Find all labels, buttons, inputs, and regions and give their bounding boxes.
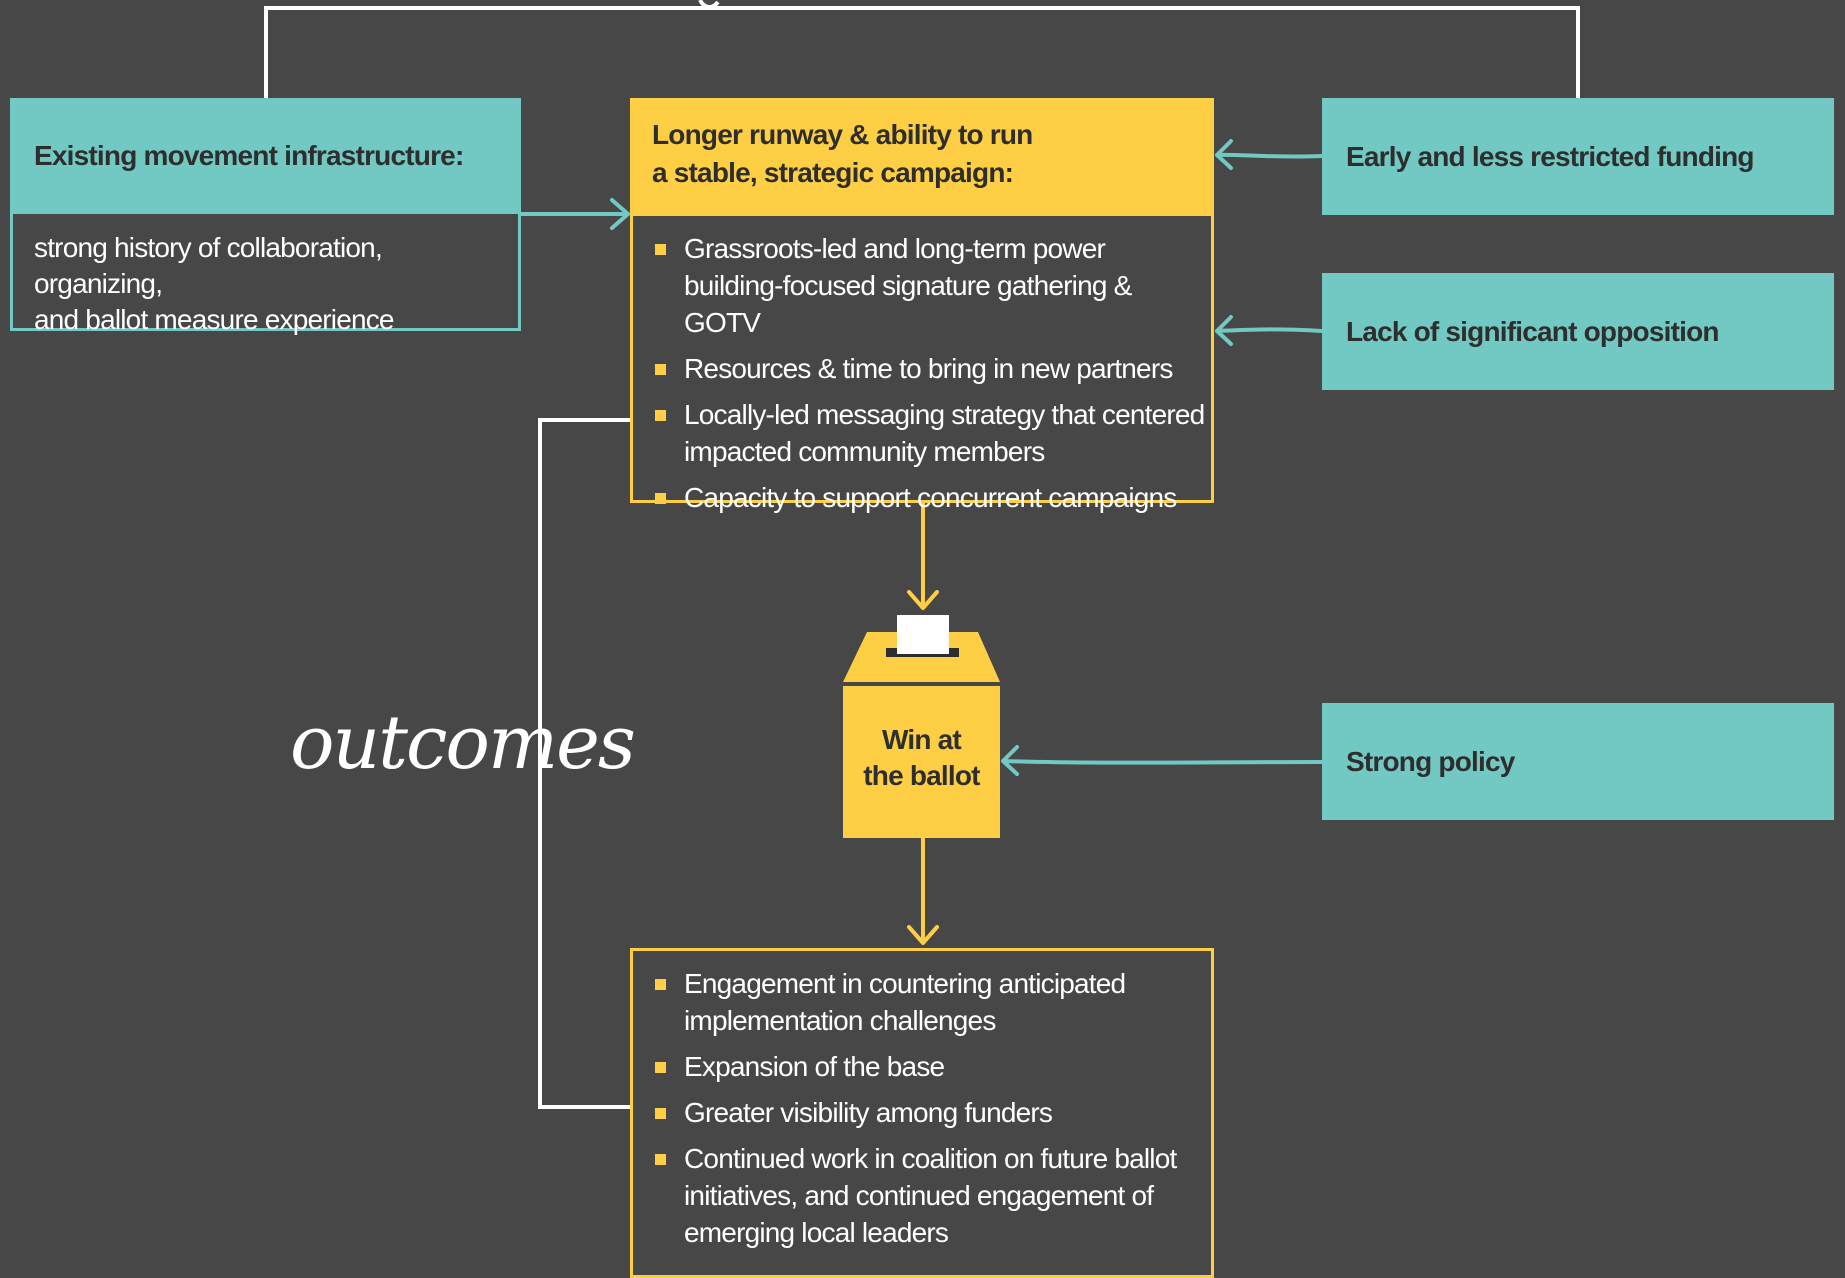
arrow-campaign-to-ballot [907, 501, 939, 610]
outcome-item-line: initiatives, and continued engagement of [684, 1180, 1154, 1211]
campaign-list: Grassroots-led and long-term power build… [633, 230, 1211, 516]
policy-factor-label: Strong policy [1346, 745, 1515, 777]
top-bracket-squiggle [698, 0, 720, 9]
campaign-list-box: Grassroots-led and long-term power build… [630, 216, 1214, 513]
bullet-square-icon [655, 1062, 666, 1073]
outcome-item: Expansion of the base [633, 1048, 1211, 1085]
ballot-label-line1: Win at [882, 724, 962, 755]
outcome-item-line: Expansion of the base [684, 1051, 945, 1082]
infrastructure-detail-line1: strong history of collaboration, organiz… [34, 232, 383, 299]
arrow-ballot-to-outcomes [907, 836, 939, 945]
campaign-item-line: building-focused signature gathering & G… [684, 270, 1132, 338]
outcome-item-line: Continued work in coalition on future ba… [684, 1143, 1177, 1174]
outcomes-bracket-line [538, 418, 632, 1109]
campaign-item-line: Locally-led messaging strategy that cent… [684, 399, 1205, 430]
bullet-square-icon [655, 364, 666, 375]
bullet-square-icon [655, 979, 666, 990]
campaign-title-box: Longer runway & ability to run a stable,… [630, 98, 1214, 216]
policy-factor-box: Strong policy [1322, 703, 1834, 820]
campaign-item: Capacity to support concurrent campaigns [633, 479, 1211, 516]
outcome-item: Continued work in coalition on future ba… [633, 1140, 1211, 1251]
infrastructure-detail-line2: and ballot measure experience [34, 304, 395, 335]
outcome-item-line: emerging local leaders [684, 1217, 949, 1248]
infrastructure-title-box: Existing movement infrastructure: [10, 98, 521, 214]
campaign-item-line: impacted community members [684, 436, 1045, 467]
funding-factor-label: Early and less restricted funding [1346, 140, 1755, 172]
campaign-item: Locally-led messaging strategy that cent… [633, 396, 1211, 470]
bullet-square-icon [655, 410, 666, 421]
ballot-box-icon [843, 615, 1000, 838]
campaign-item-line: Resources & time to bring in new partner… [684, 353, 1173, 384]
campaign-item-line: Grassroots-led and long-term power [684, 233, 1106, 264]
outcome-item-line: Greater visibility among funders [684, 1097, 1053, 1128]
campaign-item: Grassroots-led and long-term power build… [633, 230, 1211, 341]
bullet-square-icon [655, 1108, 666, 1119]
funding-factor-box: Early and less restricted funding [1322, 98, 1834, 215]
campaign-item: Resources & time to bring in new partner… [633, 350, 1211, 387]
outcomes-list-box: Engagement in countering anticipated imp… [630, 948, 1214, 1278]
ballot-label: Win at the ballot [843, 722, 1000, 794]
outcome-item: Greater visibility among funders [633, 1094, 1211, 1131]
outcome-item: Engagement in countering anticipated imp… [633, 965, 1211, 1039]
arrow-opposition-to-campaign [1215, 315, 1324, 346]
infrastructure-detail-box: strong history of collaboration, organiz… [10, 214, 521, 335]
outcome-item-line: implementation challenges [684, 1005, 996, 1036]
bullet-square-icon [655, 1154, 666, 1165]
outcomes-list: Engagement in countering anticipated imp… [633, 965, 1211, 1251]
campaign-title-line1: Longer runway & ability to run [652, 119, 1033, 150]
campaign-title-line2: a stable, strategic campaign: [652, 157, 1014, 188]
top-bracket-line [264, 6, 1580, 98]
arrow-infrastructure-to-campaign [519, 198, 630, 230]
opposition-factor-label: Lack of significant opposition [1346, 315, 1719, 347]
arrow-funding-to-campaign [1215, 139, 1324, 170]
bullet-square-icon [655, 493, 666, 504]
ballot-label-line2: the ballot [863, 760, 980, 791]
outcomes-heading: outcomes [290, 700, 636, 786]
opposition-factor-box: Lack of significant opposition [1322, 273, 1834, 390]
arrow-policy-to-ballot [1001, 745, 1324, 776]
outcome-item-line: Engagement in countering anticipated [684, 968, 1126, 999]
campaign-item-line: Capacity to support concurrent campaigns [684, 482, 1177, 513]
infrastructure-title: Existing movement infrastructure: [34, 140, 464, 171]
bullet-square-icon [655, 244, 666, 255]
